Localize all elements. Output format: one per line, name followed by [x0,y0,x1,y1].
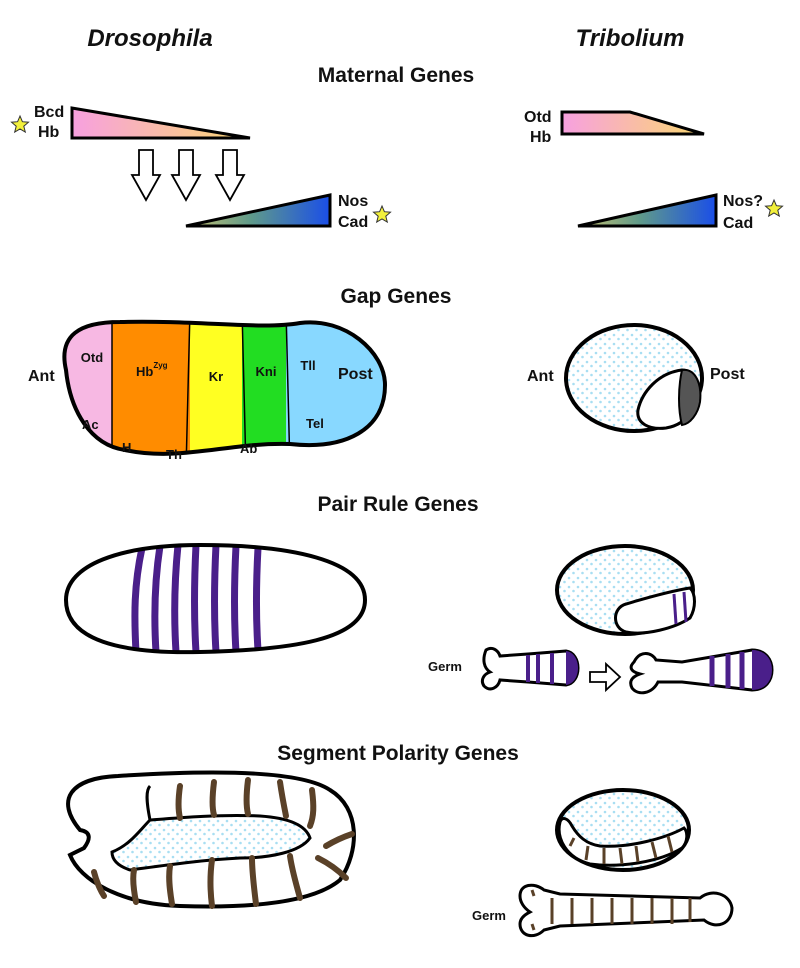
tri-posterior-gradient [577,193,718,228]
gap-label-otd: Otd [81,350,103,365]
dro-gap-label-ant: Ant [28,368,55,385]
sp-stripe-v6 [287,853,303,901]
dro-posterior-gradient [185,193,332,228]
dro-anterior-gradient [70,106,251,140]
tri-anterior-label-otd: Otd [524,109,552,126]
tri-gap-posterior-cap [678,368,702,427]
pair-rule-stripe-5 [211,545,220,653]
gap-label-hb: HbZyg [136,361,168,379]
dro-gap-embryo [62,319,388,456]
heading-gap-genes: Gap Genes [341,285,452,308]
gap-domain-otd [64,321,112,454]
sp-stripe-d7 [315,855,349,881]
down-arrow-icon-2 [170,149,202,202]
region-label-ac: Ac [82,417,99,432]
sp-stripe-v2 [130,867,139,905]
dro-anterior-label-bcd: Bcd [34,104,64,121]
dro-pair-rule-embryo [63,542,368,655]
tri-anterior-label-hb: Hb [530,129,552,146]
star-icon-dro-posterior [372,204,392,224]
region-label-ab: Ab [240,441,257,456]
region-label-th: Th [166,447,182,462]
gap-label-kr: Kr [209,369,223,384]
tri-pair-rule-egg [555,544,696,636]
pair-rule-stripe-1 [131,545,146,653]
dro-posterior-label-nos: Nos [338,193,368,210]
species-title-drosophila: Drosophila [87,25,212,52]
germ-band-early [480,646,580,691]
sp-stripe-v5 [249,855,259,907]
down-arrow-icons [130,149,246,202]
tri-segment-polarity-germband [518,883,734,938]
pair-rule-stripe-3 [171,545,182,653]
pair-rule-stripe-6 [231,545,240,653]
pair-rule-stripe-7 [253,545,262,653]
star-icon-dro-anterior [10,114,30,134]
gap-domain-kr [190,321,242,454]
tri-gap-label-post: Post [710,366,745,383]
star-icon-tri-posterior [764,198,784,218]
gap-domain-kni [242,321,286,454]
sp-stripe-d4 [277,779,289,819]
dro-posterior-label-cad: Cad [338,214,368,231]
species-title-tribolium: Tribolium [576,25,685,52]
gap-domain-hb [112,321,190,454]
region-label-tel: Tel [306,416,324,431]
germ-band-late [629,648,774,695]
dro-gap-label-post: Post [338,366,373,383]
region-label-h: H [122,440,131,455]
tri-segment-polarity-egg [555,788,691,872]
tri-posterior-label-nos: Nos? [723,193,763,210]
sp-stripe-d1 [175,783,183,821]
heading-segment-polarity-genes: Segment Polarity Genes [277,742,519,765]
pair-rule-stripe-4 [191,545,200,653]
down-arrow-icon-3 [214,149,246,202]
sp-stripe-d5 [307,787,317,829]
gap-label-tll: Tll [300,358,315,373]
sp-stripe-d2 [209,779,217,818]
sp-stripe-d6 [323,831,355,849]
dro-anterior-label-hb: Hb [38,124,60,141]
pair-rule-germ-label: Germ [428,659,462,674]
segment-polarity-germ-label: Germ [472,908,506,923]
down-arrow-icon-1 [130,149,162,202]
sp-stripe-d3 [243,777,251,817]
heading-maternal-genes: Maternal Genes [318,64,474,87]
tri-posterior-label-cad: Cad [723,215,753,232]
dro-segment-polarity-embryo [66,770,356,909]
gap-label-hb-superscript: Zyg [153,361,167,370]
sp-stripe-v1 [91,869,107,899]
gap-label-kni: Kni [256,364,277,379]
sp-stripe-v4 [207,857,215,909]
sp-stripe-v3 [166,863,175,907]
right-arrow-icon [589,661,622,693]
pair-rule-stripe-2 [151,545,164,653]
heading-pair-rule-genes: Pair Rule Genes [317,493,478,516]
tri-gap-embryo [564,323,704,433]
tri-anterior-gradient [560,110,705,136]
tri-gap-label-ant: Ant [527,368,554,385]
